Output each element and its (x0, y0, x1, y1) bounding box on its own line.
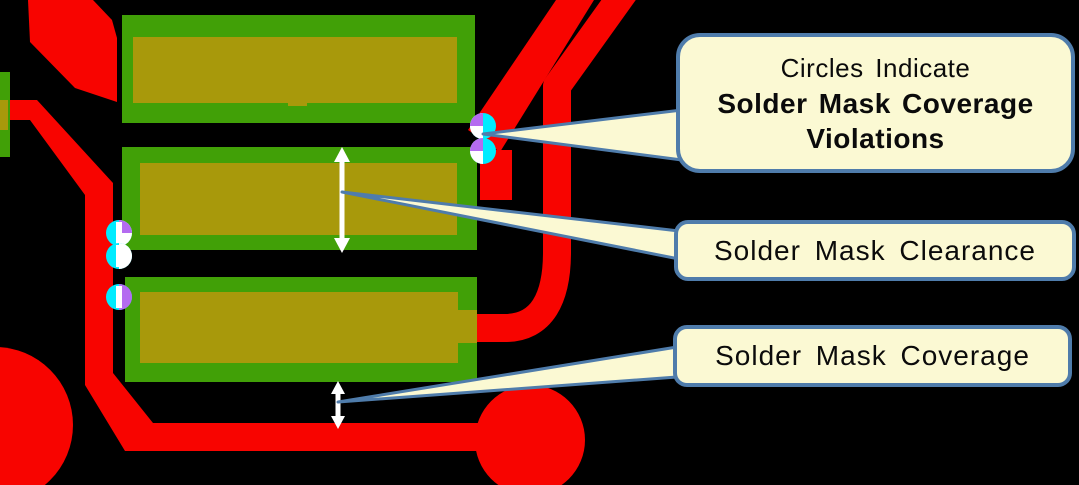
callout-violations-line2: Solder Mask Coverage (717, 87, 1034, 119)
via-pad-bottom-left (0, 347, 73, 485)
callout-violations: Circles Indicate Solder Mask Coverage Vi… (676, 33, 1075, 173)
pad-bottom-copper (140, 292, 458, 363)
callout-violations-line1: Circles Indicate (780, 52, 971, 83)
violation-marker-right-bottom (470, 138, 496, 164)
trace-diagonal-elbow (475, 0, 636, 342)
pad-left-edge-copper (0, 100, 8, 130)
violation-marker-left-1 (106, 220, 132, 246)
trace-diagonal-upper (468, 0, 594, 152)
trace-top-left-blob (28, 0, 117, 102)
clearance-arrow (334, 147, 350, 253)
violation-marker-left-2 (106, 243, 132, 269)
via-pad-bottom-right (475, 385, 585, 485)
coverage-arrow (331, 381, 345, 429)
pad-top-copper (133, 37, 457, 103)
pad-bottom-copper-tab (458, 310, 477, 343)
trace-left-and-bottom (10, 100, 545, 451)
pad-top-copper-notch (288, 100, 307, 106)
callout-clearance: Solder Mask Clearance (674, 220, 1076, 281)
callout-violations-line3: Violations (806, 122, 945, 154)
callout-coverage-label: Solder Mask Coverage (715, 340, 1030, 371)
callout-clearance-label: Solder Mask Clearance (713, 234, 1037, 266)
callout-coverage: Solder Mask Coverage (673, 325, 1072, 387)
violation-marker-left-3 (106, 284, 132, 310)
